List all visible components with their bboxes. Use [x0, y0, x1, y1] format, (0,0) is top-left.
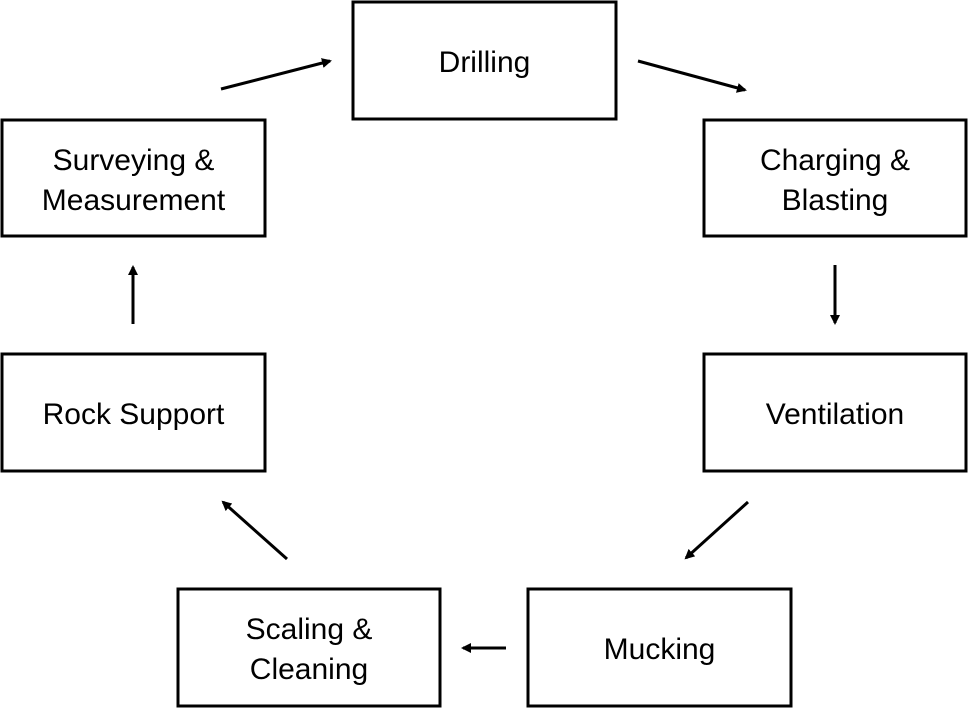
node-mucking: Mucking [526, 587, 793, 708]
node-label: Surveying & [53, 144, 215, 177]
node-ventilation: Ventilation [702, 352, 968, 473]
arrow-drilling-to-charging [637, 59, 747, 93]
node-rock-support: Rock Support [0, 352, 267, 473]
node-scaling-cleaning: Scaling & Cleaning [176, 587, 442, 708]
node-box [0, 352, 267, 473]
node-label: Blasting [782, 184, 889, 217]
arrow-ventilation-to-mucking [684, 500, 750, 560]
node-box [351, 0, 618, 121]
node-drilling: Drilling [351, 0, 618, 121]
node-box [176, 587, 442, 708]
node-box [702, 118, 968, 238]
node-label: Measurement [42, 184, 226, 217]
node-label: Mucking [604, 633, 716, 666]
node-surveying-measurement: Surveying & Measurement [0, 118, 267, 238]
node-charging-blasting: Charging & Blasting [702, 118, 968, 238]
node-label: Drilling [439, 46, 531, 79]
node-label: Charging & [760, 144, 910, 177]
node-box [0, 118, 267, 238]
node-label: Cleaning [250, 653, 368, 686]
arrow-scaling-to-rock-support [221, 500, 288, 561]
node-label: Scaling & [246, 613, 373, 646]
node-box [526, 587, 793, 708]
node-label: Ventilation [766, 398, 904, 431]
node-label: Rock Support [43, 398, 225, 431]
node-box [702, 352, 968, 473]
arrow-surveying-to-drilling [220, 58, 332, 91]
